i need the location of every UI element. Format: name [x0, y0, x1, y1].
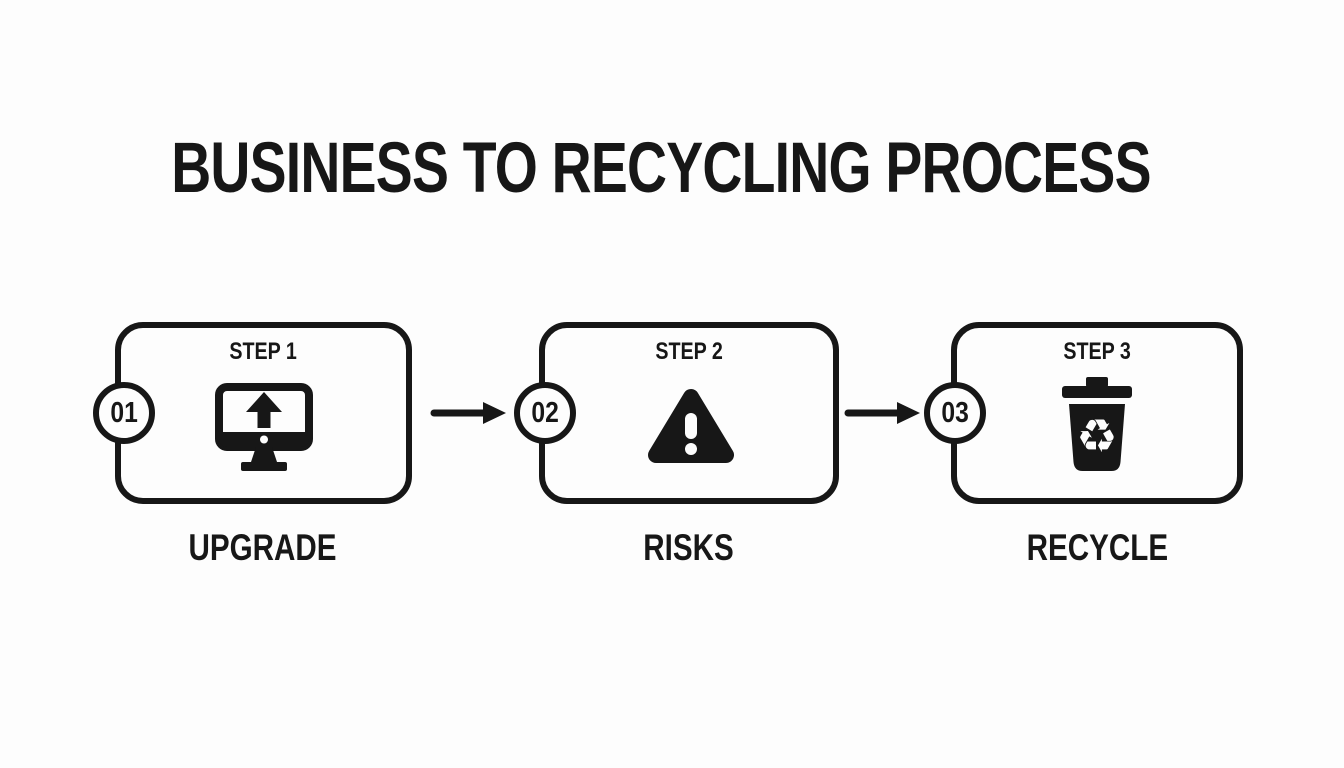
svg-text:♻: ♻ — [1076, 409, 1117, 463]
step-1-label: STEP 1 — [229, 338, 298, 365]
step-3-label: STEP 3 — [1063, 338, 1131, 365]
step-2-label: STEP 2 — [655, 338, 723, 365]
page-title: BUSINESS TO RECYCLING PROCESS — [0, 128, 1344, 209]
page-title-text: BUSINESS TO RECYCLING PROCESS — [171, 129, 1151, 208]
step-1-caption: UPGRADE — [188, 527, 338, 568]
arrow-right-icon — [430, 400, 510, 431]
step-3-number-badge: 03 — [924, 382, 986, 444]
recycle-bin-icon: ♻ — [1057, 376, 1137, 483]
warning-triangle-icon — [641, 383, 741, 476]
arrow-right-icon — [844, 400, 924, 431]
step-1-box: STEP 1 — [115, 322, 412, 504]
step-2-number-badge: 02 — [514, 382, 576, 444]
monitor-upgrade-icon — [214, 383, 314, 478]
step-3-caption: RECYCLE — [1026, 527, 1168, 568]
step-1-number-badge: 01 — [93, 382, 155, 444]
step-2-caption: RISKS — [643, 527, 735, 568]
